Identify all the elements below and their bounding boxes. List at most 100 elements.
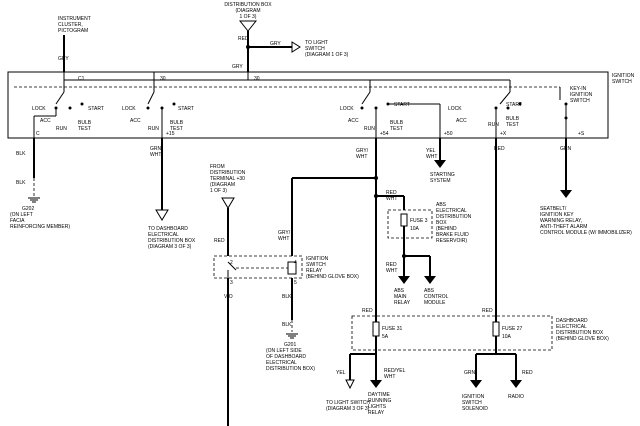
sw4-acc: ACC (456, 118, 467, 124)
term-30a: 30 (160, 76, 166, 82)
sw4-run: RUN (488, 122, 499, 128)
sw1-start: START (88, 106, 104, 112)
cluster-line2: CLUSTER, (58, 22, 83, 28)
dash-dist-line2: ELECTRICAL (556, 324, 587, 330)
wire-label-gry-cluster: GRY (58, 56, 69, 62)
relay-pin-5: 5 (294, 280, 297, 286)
connector-arrow-top (238, 20, 258, 32)
ignition-switch-box (7, 71, 609, 139)
wire-label-red-abs: RED (386, 190, 397, 196)
sw2-term-15: +15 (166, 131, 175, 137)
sw2-run: RUN (148, 126, 159, 132)
light-switch-line1: TO LIGHT (305, 40, 328, 46)
abs-box-line4: BOX (436, 220, 447, 226)
wire-label-red-relay: RED (214, 238, 225, 244)
sw3-run: RUN (364, 126, 375, 132)
wire-label-wht: WHT (150, 152, 161, 158)
solenoid-line2: SWITCH (462, 400, 482, 406)
abs-box-line1: ABS (436, 202, 447, 208)
ignition-switch-label2: SWITCH (612, 79, 632, 85)
dist-box-top-line1: DISTRIBUTION BOX (224, 2, 272, 8)
abs-relay-line2: MAIN (394, 294, 407, 300)
drl-line2: RUNNING (368, 398, 391, 404)
fuse-27-label: FUSE 27 (502, 326, 523, 332)
fuse-27 (492, 321, 500, 337)
ground-g202-line3: FACIA (10, 218, 25, 224)
abs-box (387, 209, 433, 239)
arrow-module (560, 190, 572, 198)
fuse-3-label: FUSE 3 (410, 218, 428, 224)
abs-module-line3: MODULE (424, 300, 446, 306)
sw2-contact-a (146, 106, 150, 110)
sw1-contact-c (80, 102, 84, 106)
abs-box-line5: (BEHIND (436, 226, 457, 232)
relay-line4: (BEHIND GLOVE BOX) (306, 274, 359, 280)
light-switch-line3: (DIAGRAM 1 OF 3) (305, 52, 349, 58)
light-switch2-line2: (DIAGRAM 3 OF 3) (326, 406, 370, 412)
solenoid-line1: IGNITION (462, 394, 485, 400)
sw1-blade (55, 91, 65, 105)
wire-label-wht3: WHT (426, 154, 437, 160)
drl-line3: LIGHTS (368, 404, 387, 410)
wire-label-gry-ignition: GRY (232, 64, 243, 70)
wire-label-grn2: GRN (464, 370, 476, 376)
abs-box-line6: BRAKE FLUID (436, 232, 469, 238)
solenoid-line3: SOLENOID (462, 406, 488, 412)
ground-g201-line3: OF DASHBOARD (266, 354, 306, 360)
wire-label-red-yel: RED/YEL (384, 368, 406, 374)
dash-dist-box (351, 315, 553, 351)
sw4-contact-c (518, 102, 522, 106)
sw3-blade (361, 91, 371, 105)
arrow-start (434, 160, 446, 168)
wire-label-red-f31: RED (362, 308, 373, 314)
dash-box-line1: TO DASHBOARD (148, 226, 188, 232)
wire-label-wht2: WHT (356, 154, 367, 160)
wire-label-red-abs-out: RED (386, 262, 397, 268)
arrow-light-switch (345, 379, 355, 390)
dist-box-top-line3: 1 OF 3) (240, 14, 257, 20)
sw3-acc: ACC (348, 118, 359, 124)
dash-box-line3: DISTRIBUTION BOX (148, 238, 196, 244)
wire-label-wht4: WHT (384, 374, 395, 380)
fuse-31-amps: 5A (382, 334, 389, 340)
sw4-blade (499, 91, 511, 105)
light-switch-line2: SWITCH (305, 46, 325, 52)
dash-dist-line3: DISTRIBUTION BOX (556, 330, 604, 336)
sw4-term-x: +X (500, 131, 507, 137)
dash-box-line2: ELECTRICAL (148, 232, 179, 238)
sw2-test: TEST (170, 126, 183, 132)
connector-arrow-dist (221, 197, 235, 209)
wire-label-blk1: BLK (16, 151, 26, 157)
wire-label-wht-relay: WHT (278, 236, 289, 242)
ground-g201-line4: ELECTRICAL (266, 360, 297, 366)
abs-box-line7: RESERVOIR) (436, 238, 467, 244)
wire-label-vio: VIO (224, 294, 233, 300)
abs-relay-line1: ABS (394, 288, 405, 294)
relay-line3: RELAY (306, 268, 323, 274)
keyin-line1: KEY-IN (570, 86, 587, 92)
sw3-lock: LOCK (340, 106, 354, 112)
abs-module-line1: ABS (424, 288, 435, 294)
sw4-start: START (506, 102, 522, 108)
relay-line1: IGNITION (306, 256, 329, 262)
keyin-term: +S (578, 131, 585, 137)
sw1-bulb: BULB (78, 120, 92, 126)
fuse-31-label: FUSE 31 (382, 326, 403, 332)
fuse-31 (372, 321, 380, 337)
cluster-line3: PICTOGRAM (58, 28, 88, 34)
fuse-3 (400, 213, 408, 227)
wire-label-gry-relay: GRY/ (278, 230, 291, 236)
start-line2: SYSTEM (430, 178, 451, 184)
dist-box-top-line2: (DIAGRAM (236, 8, 261, 14)
dash-dist-line1: DASHBOARD (556, 318, 588, 324)
from-dist-line4: (DIAGRAM (210, 182, 235, 188)
wire-label-wht-abs-out: WHT (386, 268, 397, 274)
wire-label-gry-wht: GRY/ (356, 148, 369, 154)
wire-label-wht-abs: WHT (386, 196, 397, 202)
module-line3: WARNING RELAY, (540, 218, 582, 224)
wire-label-grn-mod: GRN (560, 146, 572, 152)
drl-line1: DAYTIME (368, 392, 391, 398)
abs-module-line2: CONTROL (424, 294, 449, 300)
